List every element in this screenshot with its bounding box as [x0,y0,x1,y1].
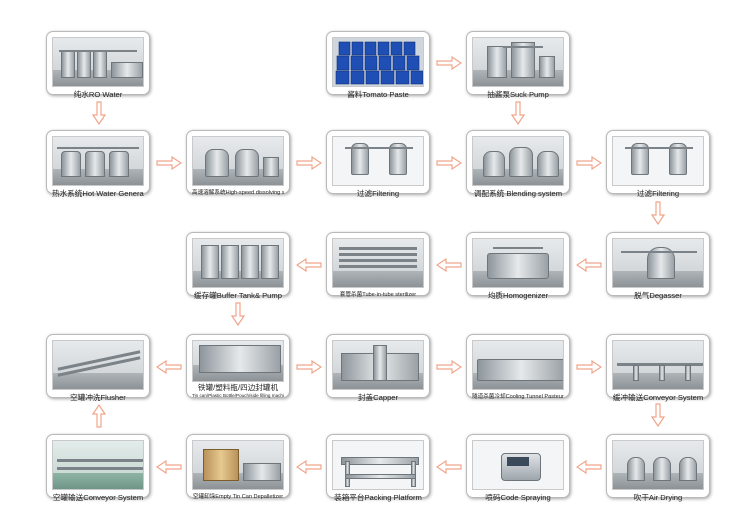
arrow-left-icon [576,258,602,272]
arrow-left-icon [156,460,182,474]
packing-table-icon [332,440,424,490]
step-dissolving: 高速溶解系统High-speed dissolving system [186,130,290,196]
step-degasser: 脱气Degasser [606,232,710,300]
step-label: 铁罐/塑料瓶/四边封罐机 [197,383,279,392]
step-homogenizer: 均质Homogenizer [466,232,570,300]
step-filtering-1: 过滤Filtering [326,130,430,198]
step-label: 过滤Filtering [636,189,680,198]
arrow-right-icon [436,156,462,170]
step-ro-water: 纯水RO Water [46,31,150,99]
step-depalletizer: 空罐卸垛Empty Tin Can Depalletizer [186,434,290,500]
step-label: 缓冲输送Conveyor System [612,393,704,402]
step-tomato-paste: 酱料Tomato Paste [326,31,430,99]
arrow-up-icon [92,404,106,428]
suck-pump-icon [472,37,564,87]
step-suck-pump: 抽酱泵Suck Pump [466,31,570,99]
arrow-down-icon [651,201,665,225]
step-label: 空罐卸垛Empty Tin Can Depalletizer [192,494,284,500]
step-filtering-2: 过滤Filtering [606,130,710,198]
step-label: 脱气Degasser [634,291,682,300]
arrow-right-icon [296,360,322,374]
cooling-tunnel-icon [472,340,564,390]
step-hot-water: 热水系统Hot Water Generating [46,130,150,198]
step-label: 封盖Capper [357,393,399,402]
arrow-left-icon [576,460,602,474]
blending-tanks-icon [472,136,564,186]
arrow-right-icon [436,360,462,374]
step-label: 酱料Tomato Paste [347,90,409,99]
arrow-right-icon [576,360,602,374]
step-code-spraying: 喷码Code Spraying [466,434,570,502]
step-label: 均质Homogenizer [487,291,549,300]
step-air-drying: 吹干Air Drying [606,434,710,502]
arrow-right-icon [576,156,602,170]
step-sterilizer: 套管杀菌Tube-in-tube sterilizer [326,232,430,298]
step-packing: 装箱平台Packing Platform [326,434,430,502]
step-label: 空罐输送Conveyor System [52,493,144,502]
arrow-left-icon [296,258,322,272]
arrow-left-icon [156,360,182,374]
step-label: 过滤Filtering [356,189,400,198]
ro-water-plant-icon [52,37,144,87]
step-label: 纯水RO Water [73,90,123,99]
conveyor-icon [52,440,144,490]
step-flusher: 空罐冲洗Flusher [46,334,150,402]
step-conveyor-1: 缓冲输送Conveyor System [606,334,710,402]
step-filling: 铁罐/塑料瓶/四边封罐机 Tin can/Plastic Bottle/Pouc… [186,334,290,398]
step-label: 喷码Code Spraying [485,493,551,502]
arrow-left-icon [436,258,462,272]
step-conveyor-2: 空罐输送Conveyor System [46,434,150,502]
step-label: 隧道杀菌冷却Cooling Tunnel Pasteurizer [472,394,564,400]
step-label: 调配系统 Blending system [473,189,563,198]
step-label: 套管杀菌Tube-in-tube sterilizer [339,292,417,298]
step-label: 装箱平台Packing Platform [334,493,422,502]
conveyor-icon [612,340,704,390]
depalletizer-icon [192,440,284,490]
degasser-icon [612,238,704,288]
step-label: 缓存罐Buffer Tank& Pump [194,291,282,300]
filling-machine-icon [192,340,284,382]
filter-housings-icon [612,136,704,186]
step-label-secondary: Tin can/Plastic Bottle/Pouch/side fillin… [192,393,284,398]
air-dryer-icon [612,440,704,490]
arrow-right-icon [156,156,182,170]
hot-water-tanks-icon [52,136,144,186]
can-flusher-icon [52,340,144,390]
arrow-down-icon [651,403,665,427]
homogenizer-icon [472,238,564,288]
arrow-down-icon [92,101,106,125]
arrow-down-icon [231,302,245,326]
paste-drums-icon [332,37,424,87]
arrow-left-icon [436,460,462,474]
code-printer-icon [472,440,564,490]
step-label: 热水系统Hot Water Generating [52,189,144,198]
step-label: 抽酱泵Suck Pump [487,90,549,99]
buffer-tanks-icon [192,238,284,288]
filter-housings-icon [332,136,424,186]
arrow-left-icon [296,460,322,474]
arrow-down-icon [511,101,525,125]
arrow-right-icon [296,156,322,170]
dissolving-tanks-icon [192,136,284,186]
step-capper: 封盖Capper [326,334,430,402]
step-blending: 调配系统 Blending system [466,130,570,198]
step-label: 吹干Air Drying [633,493,683,502]
step-label: 高速溶解系统High-speed dissolving system [192,190,284,196]
step-label: 空罐冲洗Flusher [70,393,126,402]
step-buffer-tank: 缓存罐Buffer Tank& Pump [186,232,290,300]
arrow-right-icon [436,56,462,70]
step-cooling-tunnel: 隧道杀菌冷却Cooling Tunnel Pasteurizer [466,334,570,400]
capper-icon [332,340,424,390]
tube-sterilizer-icon [332,238,424,288]
